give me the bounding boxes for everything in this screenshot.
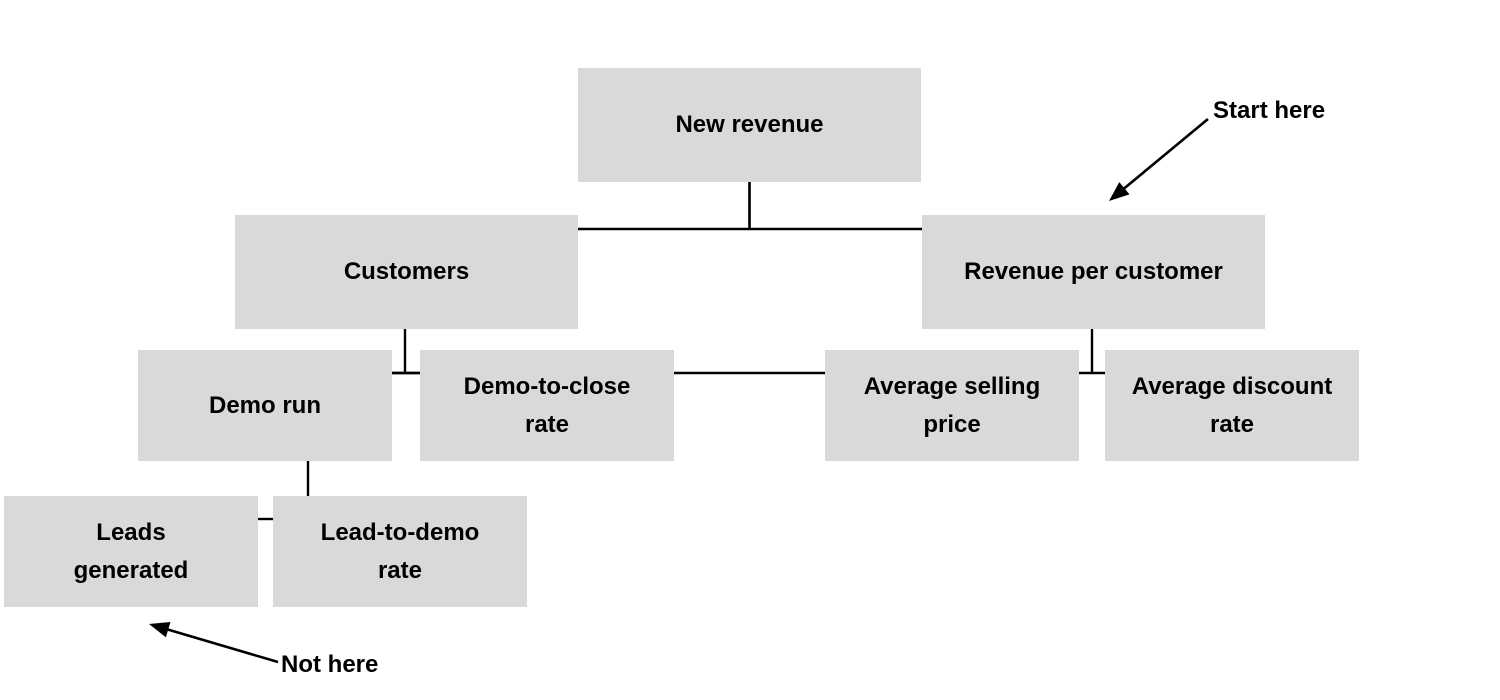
node-demo-to-close-rate: Demo-to-close rate	[420, 350, 674, 461]
annotation-start-here-arrow-shaft	[1120, 117, 1209, 192]
annotation-not-here-arrow-head	[149, 621, 171, 638]
node-customers: Customers	[235, 215, 578, 329]
annotation-not-here-label: Not here	[281, 651, 379, 678]
node-average-selling-price: Average selling price	[825, 350, 1079, 461]
annotation-start-here-label: Start here	[1213, 97, 1326, 124]
annotation-start-here-arrow-head	[1109, 182, 1130, 201]
node-new-revenue: New revenue	[578, 68, 921, 182]
node-average-discount-rate: Average discount rate	[1105, 350, 1359, 461]
node-lead-to-demo-rate: Lead-to-demo rate	[273, 496, 527, 607]
node-revenue-per-customer: Revenue per customer	[922, 215, 1265, 329]
node-leads-generated: Leads generated	[4, 496, 258, 607]
annotation-not-here-arrow-shaft	[163, 627, 279, 664]
node-demo-run: Demo run	[138, 350, 392, 461]
